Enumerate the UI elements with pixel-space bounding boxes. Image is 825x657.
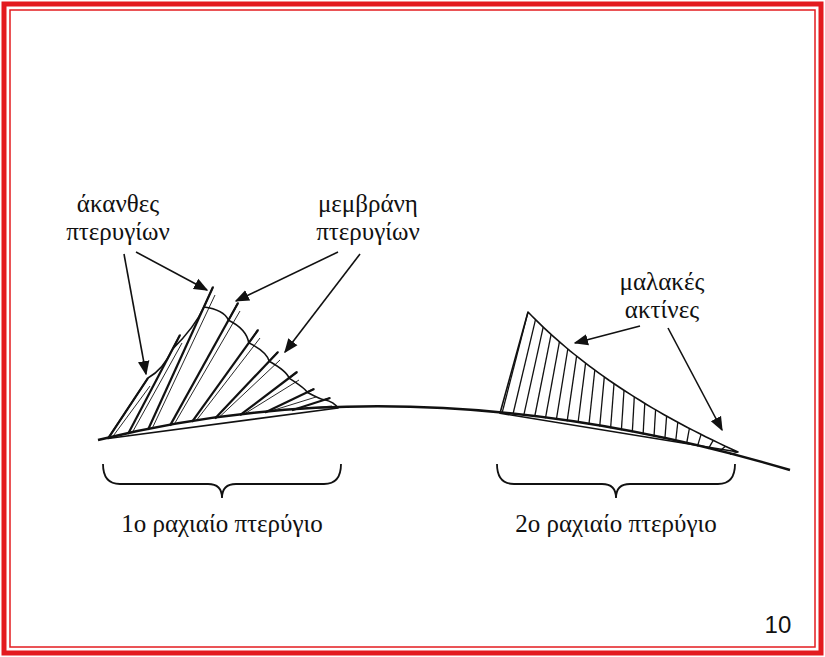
- fish-back: [98, 406, 790, 470]
- part-label: άκανθες πτερυγίων: [66, 190, 170, 245]
- leader-line: [136, 252, 207, 290]
- leader-line: [285, 254, 360, 352]
- soft-ray: [535, 334, 552, 417]
- soft-ray: [513, 320, 536, 415]
- soft-ray: [676, 422, 678, 441]
- soft-ray: [687, 428, 690, 443]
- soft-ray: [524, 327, 544, 416]
- soft-ray: [632, 397, 634, 432]
- leader-line: [124, 254, 146, 374]
- soft-ray: [665, 416, 667, 439]
- soft-ray: [600, 377, 605, 427]
- inner-frame: [10, 10, 815, 647]
- soft-ray: [502, 312, 528, 413]
- soft-ray: [556, 349, 568, 420]
- soft-fin-outline: [500, 312, 738, 452]
- bracket: [497, 464, 735, 498]
- bracket: [103, 464, 341, 498]
- leader-line: [236, 252, 338, 301]
- soft-ray: [589, 370, 595, 425]
- leader-line: [575, 326, 640, 343]
- part-label: μεμβράνη πτερυγίων: [316, 190, 420, 245]
- part-label: 1ο ραχιαίο πτερύγιο: [121, 510, 323, 538]
- part-label: 2ο ραχιαίο πτερύγιο: [515, 510, 717, 538]
- fin-spine: [215, 352, 278, 418]
- soft-ray: [611, 384, 614, 429]
- outer-frame: [4, 4, 821, 653]
- soft-ray: [654, 410, 656, 437]
- soft-ray: [545, 342, 559, 419]
- page-number: 10: [765, 612, 792, 638]
- soft-ray: [621, 390, 624, 430]
- fin-spine: [170, 303, 238, 426]
- leader-line: [668, 328, 722, 430]
- soft-ray: [578, 363, 586, 423]
- soft-ray: [643, 403, 645, 434]
- soft-ray: [567, 356, 577, 421]
- part-label: μαλακές ακτίνες: [620, 268, 705, 323]
